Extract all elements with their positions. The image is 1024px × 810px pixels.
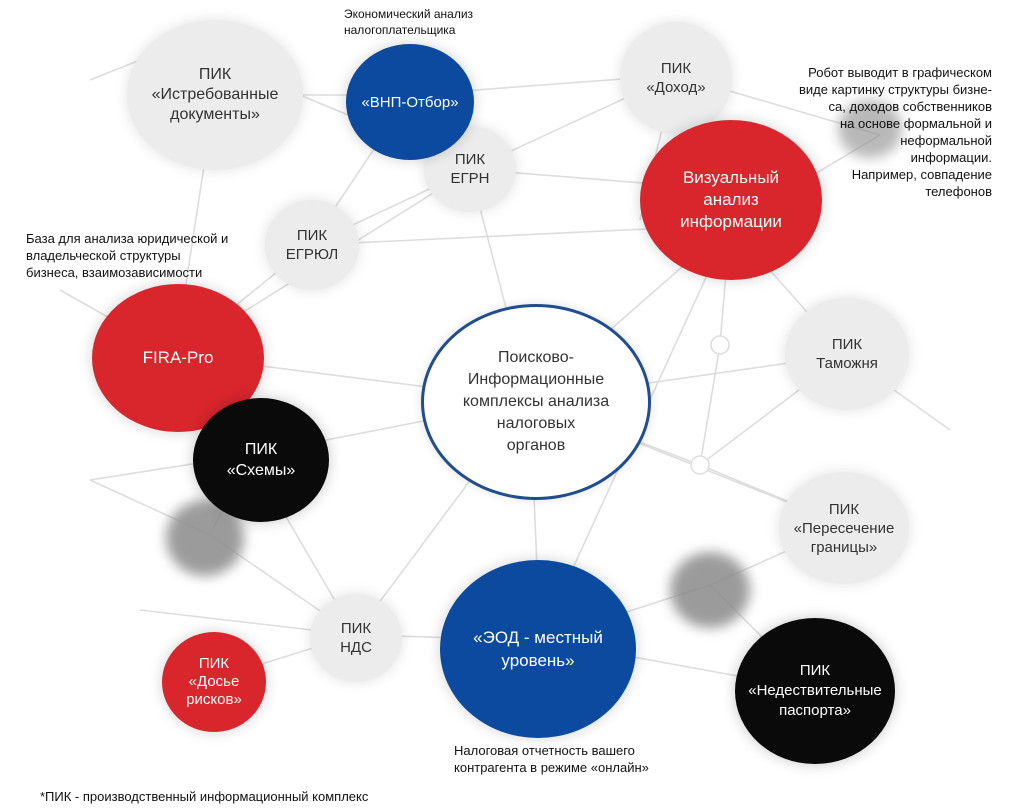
- node-label-line: ПИК: [454, 151, 486, 168]
- note-line: виде картинку структуры бизне-: [798, 82, 992, 97]
- node-label-line: «Истребованные: [151, 86, 279, 103]
- connection-line: [699, 344, 721, 466]
- node-dohod: ПИК «Доход»: [620, 22, 732, 134]
- node-label-line: ПИК: [828, 500, 860, 518]
- node-eod-mestny-uroven: «ЭОД - местный уровень»: [440, 560, 636, 738]
- node-label-line: ПИК: [198, 655, 230, 672]
- node-dosye-riskov: ПИК «Досье рисков»: [162, 632, 266, 732]
- node-label-line: «Доход»: [646, 79, 706, 96]
- center-label-line: Информационные: [467, 371, 605, 388]
- note-line: контрагента в режиме «онлайн»: [454, 760, 649, 775]
- node-fira-pro: FIRA-Pro: [92, 284, 264, 432]
- node-egrul: ПИК ЕГРЮЛ: [265, 200, 359, 290]
- node-label-line: Визуальный: [682, 168, 780, 187]
- note-line: База для анализа юридической и: [26, 231, 229, 246]
- node-label-line: FIRA-Pro: [142, 348, 214, 367]
- node-label-line: Таможня: [816, 355, 878, 372]
- node-label-line: ПИК: [340, 620, 372, 637]
- note-line: налогоплательщика: [344, 23, 456, 37]
- node-peresechenie-granitsy: ПИК «Пересечение границы»: [779, 472, 909, 584]
- note-vnp-otbor: Экономический анализ налогоплательщика: [344, 6, 473, 38]
- node-label-line: ПИК: [198, 66, 232, 83]
- node-label-line: ЕГРЮЛ: [285, 246, 339, 263]
- center-label-line: Поисково-: [498, 349, 574, 366]
- note-line: Например, совпадение: [851, 167, 992, 182]
- footnote-text: *ПИК - производственный информационный к…: [40, 789, 369, 804]
- center-label-line: органов: [506, 437, 566, 454]
- node-label-line: «Недествительные: [748, 682, 882, 699]
- node-label-line: ЕГРН: [450, 170, 490, 187]
- node-label-line: рисков»: [186, 691, 242, 708]
- node-shemy: ПИК «Схемы»: [193, 398, 329, 522]
- note-line: Налоговая отчетность вашего: [454, 743, 635, 758]
- node-label-line: НДС: [340, 639, 372, 656]
- node-label-line: анализ: [703, 190, 759, 209]
- note-line: Экономический анализ: [344, 7, 474, 21]
- node-tamozhnya: ПИК Таможня: [785, 298, 909, 410]
- node-label-line: ПИК: [831, 336, 863, 353]
- node-label-line: уровень»: [501, 651, 575, 670]
- node-label-line: ПИК: [660, 60, 692, 77]
- node-istrebovannye-dokumenty: ПИК «Истребованные документы»: [127, 20, 303, 170]
- connector-dot: [690, 455, 710, 475]
- node-label-line: «Пересечение: [793, 519, 895, 537]
- node-label-line: документы»: [170, 106, 260, 123]
- connector-dot: [710, 335, 730, 355]
- node-vizualny-analiz: Визуальный анализ информации: [640, 120, 822, 280]
- node-label-line: информации: [680, 212, 782, 231]
- blurred-circle: [670, 552, 750, 628]
- note-line: бизнеса, взаимозависимости: [26, 265, 203, 280]
- note-line: телефонов: [925, 184, 992, 199]
- footnote: *ПИК - производственный информационный к…: [40, 788, 368, 805]
- node-nedeystvitelnye-pasporta: ПИК «Недествительные паспорта»: [735, 618, 895, 764]
- note-nalogovaya-otchetnost: Налоговая отчетность вашего контрагента …: [454, 742, 649, 776]
- note-robot: Робот выводит в графическом виде картинк…: [770, 64, 992, 200]
- note-line: неформальной: [900, 133, 992, 148]
- node-label-line: «Досье: [188, 673, 240, 690]
- node-label-line: ПИК: [244, 441, 278, 458]
- note-line: на основе формальной и: [840, 116, 992, 131]
- note-line: информации.: [910, 150, 992, 165]
- node-label-line: ПИК: [296, 227, 328, 244]
- node-label-line: ПИК: [799, 662, 831, 679]
- node-label-line: паспорта»: [779, 702, 851, 719]
- note-line: Робот выводит в графическом: [808, 65, 992, 80]
- note-line: са, доходов собственников: [828, 99, 992, 114]
- center-label-line: налоговых: [496, 415, 576, 432]
- blurred-circle: [838, 100, 902, 158]
- note-baza: База для анализа юридической и владельче…: [26, 230, 228, 281]
- node-nds: ПИК НДС: [310, 594, 402, 682]
- center-node: Поисково- Информационные комплексы анали…: [421, 304, 651, 500]
- center-label-line: комплексы анализа: [462, 393, 610, 410]
- connection-line: [89, 59, 141, 81]
- node-vnp-otbor: «ВНП-Отбор»: [346, 44, 474, 160]
- node-label-line: «Схемы»: [226, 462, 296, 479]
- note-line: владельческой структуры: [26, 248, 181, 263]
- node-label-line: «ВНП-Отбор»: [361, 93, 459, 111]
- node-label-line: «ЭОД - местный: [473, 628, 603, 647]
- node-label-line: границы»: [810, 538, 878, 556]
